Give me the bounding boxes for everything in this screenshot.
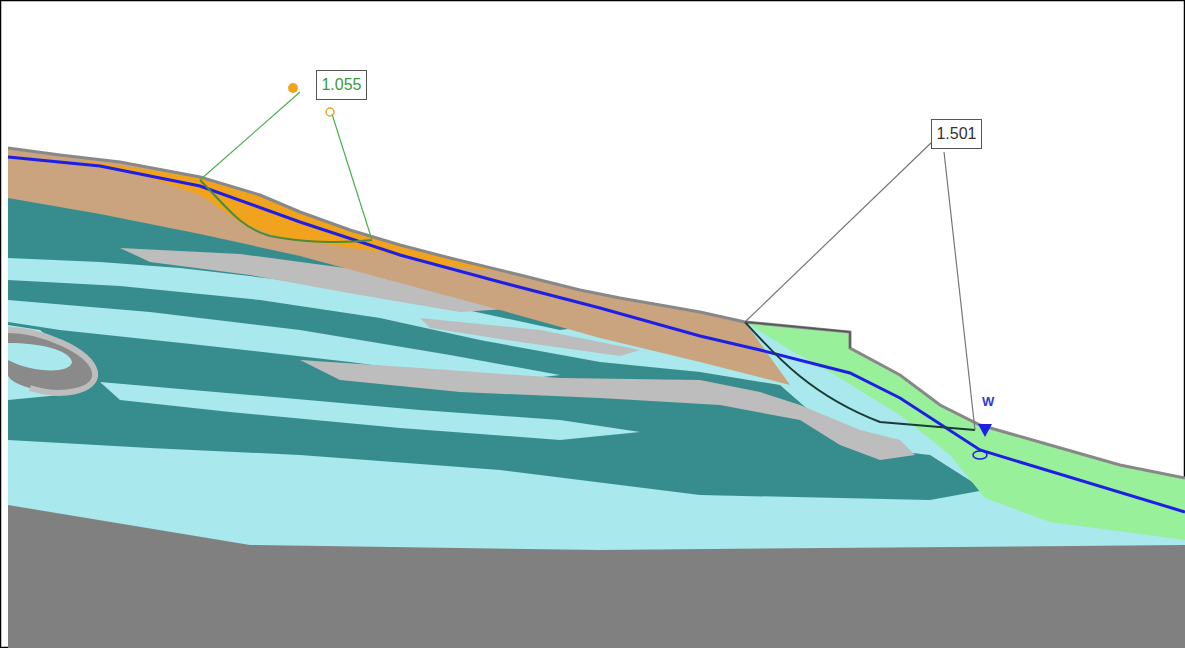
safety-factor: 1.055: [321, 77, 361, 93]
safety-factor-box: 1.501: [931, 119, 982, 149]
safety-factor-box: 1.055: [316, 70, 367, 100]
water-table-label: W: [982, 394, 994, 409]
safety-factor: 1.501: [936, 126, 976, 142]
